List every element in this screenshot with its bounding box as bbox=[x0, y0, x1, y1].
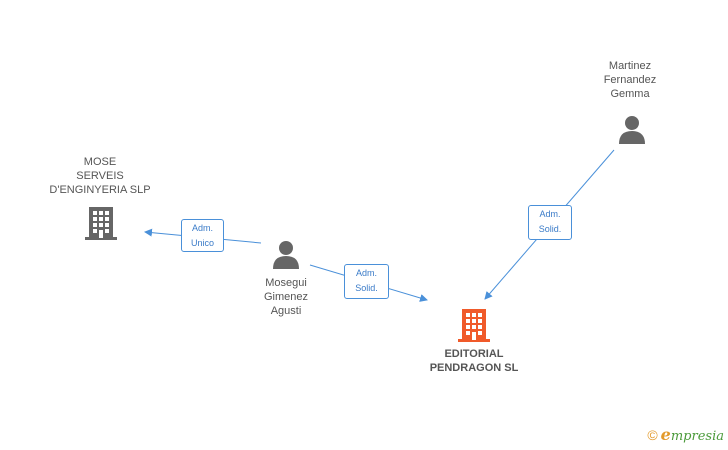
person-icon[interactable] bbox=[271, 239, 301, 269]
edge-label-line: Unico bbox=[190, 238, 214, 248]
node-label: Martinez Fernandez Gemma bbox=[580, 59, 680, 101]
edge-label-line: Adm. bbox=[191, 223, 213, 233]
label-line: EDITORIAL bbox=[444, 348, 504, 360]
node-label: MOSE SERVEIS D'ENGINYERIA SLP bbox=[40, 155, 160, 197]
person-icon[interactable] bbox=[617, 114, 647, 144]
edge-label-adm-solid[interactable]: Adm. Solid. bbox=[344, 264, 389, 299]
label-line: Gemma bbox=[610, 88, 650, 100]
label-line: Agusti bbox=[270, 305, 302, 317]
node-editorial-pendragon[interactable]: EDITORIAL PENDRAGON SL bbox=[414, 347, 534, 375]
edge-label-adm-solid[interactable]: Adm. Solid. bbox=[528, 205, 572, 240]
label-line: SERVEIS bbox=[76, 170, 124, 182]
label-line: D'ENGINYERIA SLP bbox=[49, 184, 151, 196]
node-martinez-fernandez[interactable]: Martinez Fernandez Gemma bbox=[580, 59, 680, 101]
label-line: Gimenez bbox=[263, 291, 309, 303]
copyright-icon: © bbox=[647, 426, 658, 443]
building-icon[interactable] bbox=[85, 205, 117, 241]
brand-rest: mpresia bbox=[670, 429, 724, 444]
edge-label-adm-unico[interactable]: Adm. Unico bbox=[181, 219, 224, 252]
node-mose-serveis[interactable]: MOSE SERVEIS D'ENGINYERIA SLP bbox=[40, 155, 160, 197]
label-line: PENDRAGON SL bbox=[429, 362, 519, 374]
footer-brand: © empresia bbox=[647, 425, 724, 444]
edge-label-line: Solid. bbox=[538, 224, 562, 234]
edge-label-line: Adm. bbox=[539, 209, 561, 219]
brand-first-letter: e bbox=[660, 425, 671, 444]
edge-label-line: Solid. bbox=[355, 283, 378, 293]
node-label: EDITORIAL PENDRAGON SL bbox=[414, 347, 534, 375]
edge-label-line: Adm. bbox=[355, 268, 377, 278]
node-label: Mosegui Gimenez Agusti bbox=[236, 276, 336, 318]
brand-logo[interactable]: empresia bbox=[661, 425, 724, 444]
label-line: Martinez bbox=[608, 60, 652, 72]
node-mosegui-gimenez[interactable]: Mosegui Gimenez Agusti bbox=[236, 276, 336, 318]
label-line: Mosegui bbox=[265, 277, 307, 289]
label-line: MOSE bbox=[83, 156, 117, 168]
building-main-icon[interactable] bbox=[458, 307, 490, 343]
label-line: Fernandez bbox=[603, 74, 657, 86]
